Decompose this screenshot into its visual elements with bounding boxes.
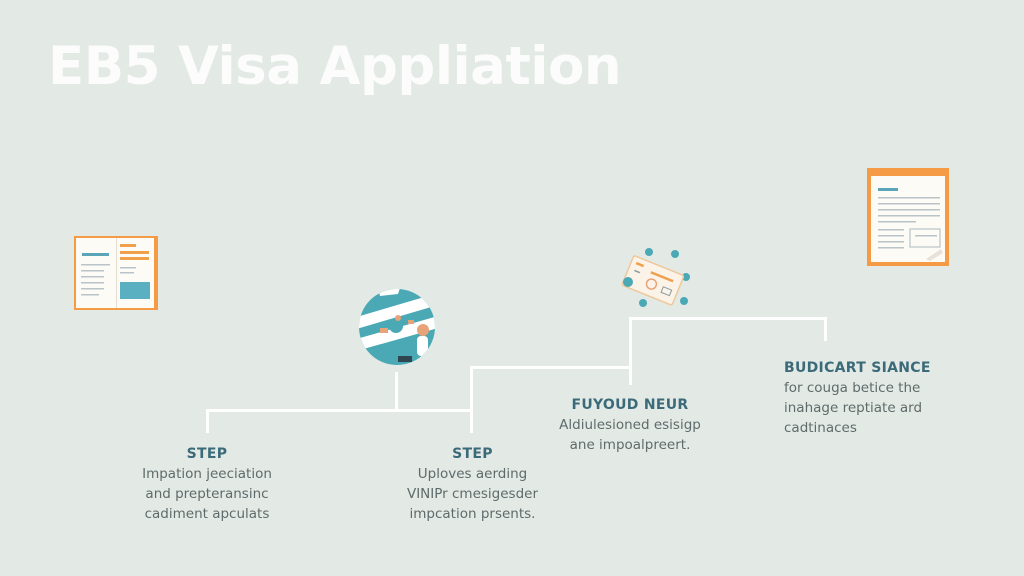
connector-h3: [629, 317, 827, 320]
step-4-line-3: cadtinaces: [784, 420, 857, 436]
id-card-icon: [612, 244, 698, 318]
connector-h2: [470, 366, 632, 369]
step-4-block: BUDICART SIANCE for couga betice the ina…: [784, 358, 934, 438]
certificate-document-icon: [866, 167, 950, 271]
step-2-block: STEP Uploves aerding VINIPr cmesigesder …: [395, 444, 550, 524]
step-3-heading: FUYOUD NEUR: [571, 397, 689, 413]
step-1-heading: STEP: [186, 446, 228, 462]
step-3-line-2: ane impoalpreert.: [569, 437, 691, 453]
step-3-block: FUYOUD NEUR Aldiulesioned esisigp ane im…: [550, 395, 710, 455]
step-4-heading: BUDICART SIANCE: [784, 360, 931, 376]
step-4-line-2: inahage reptiate ard: [784, 400, 923, 416]
connector-v-step1: [206, 409, 209, 433]
connector-v-step3: [629, 317, 632, 385]
step-1-block: STEP Impation jeeciation and prepteransi…: [132, 444, 282, 524]
open-book-document-icon: [72, 234, 160, 316]
connector-v-step2: [470, 366, 473, 433]
step-2-line-2: VINIPr cmesigesder: [406, 486, 539, 502]
step-2-line-1: Uploves aerding: [417, 466, 528, 482]
step-2-line-3: impcation prsents.: [409, 506, 536, 522]
page-title: EB5 Visa Appliation: [48, 36, 622, 97]
step-1-line-1: Impation jeeciation: [142, 466, 272, 482]
step-4-line-1: for couga betice the: [784, 380, 921, 396]
step-3-line-1: Aldiulesioned esisigp: [559, 417, 701, 433]
step-1-line-3: cadiment apculats: [144, 506, 270, 522]
connector-v-step4: [824, 317, 827, 341]
connector-h1: [207, 409, 473, 412]
step-2-heading: STEP: [452, 446, 493, 462]
circular-team-meeting-icon: [358, 288, 436, 370]
connector-v-hub: [395, 372, 398, 412]
step-1-line-2: and prepteransinc: [145, 486, 269, 502]
